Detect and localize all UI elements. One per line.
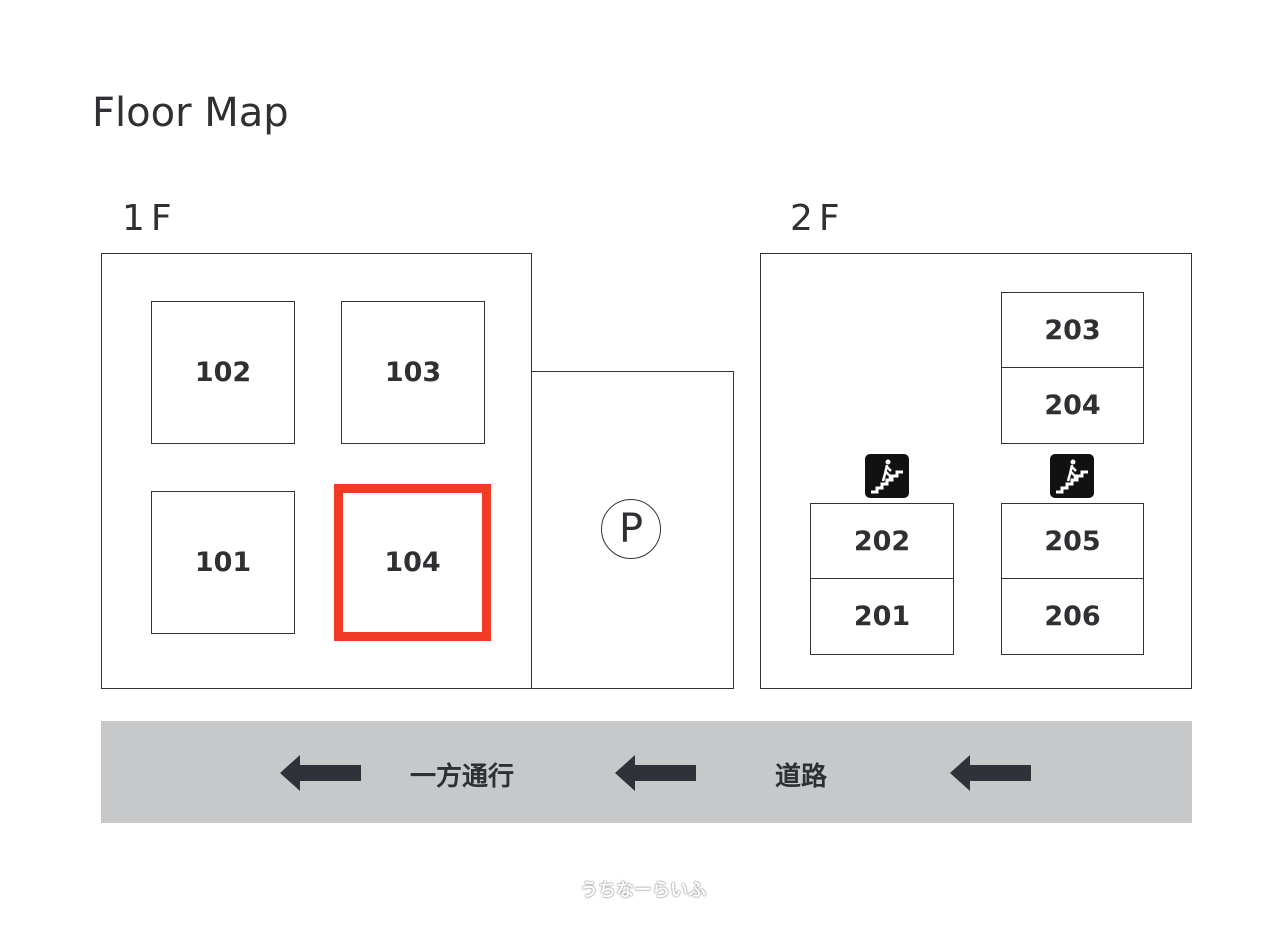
arrow-left-icon (280, 755, 361, 791)
room-204[interactable]: 204 (1001, 367, 1144, 444)
road-label: 道路 (775, 762, 828, 792)
room-102[interactable]: 102 (151, 301, 295, 444)
room-203[interactable]: 203 (1001, 292, 1144, 369)
floor-1-label: 1F (122, 198, 178, 239)
stairs-icon (865, 454, 909, 498)
room-103[interactable]: 103 (341, 301, 485, 444)
watermark: うちなーらいふ (580, 880, 706, 901)
room-201[interactable]: 201 (810, 578, 954, 655)
stairs-icon (1050, 454, 1094, 498)
room-104-highlighted[interactable]: 104 (334, 484, 491, 641)
arrow-left-icon (950, 755, 1031, 791)
room-101[interactable]: 101 (151, 491, 295, 634)
room-205[interactable]: 205 (1001, 503, 1144, 580)
one-way-label: 一方通行 (410, 762, 515, 792)
arrow-left-icon (615, 755, 696, 791)
floor-2-label: 2F (790, 198, 846, 239)
room-206[interactable]: 206 (1001, 578, 1144, 655)
parking-icon: P (601, 499, 661, 559)
page-title: Floor Map (92, 90, 289, 136)
room-202[interactable]: 202 (810, 503, 954, 580)
